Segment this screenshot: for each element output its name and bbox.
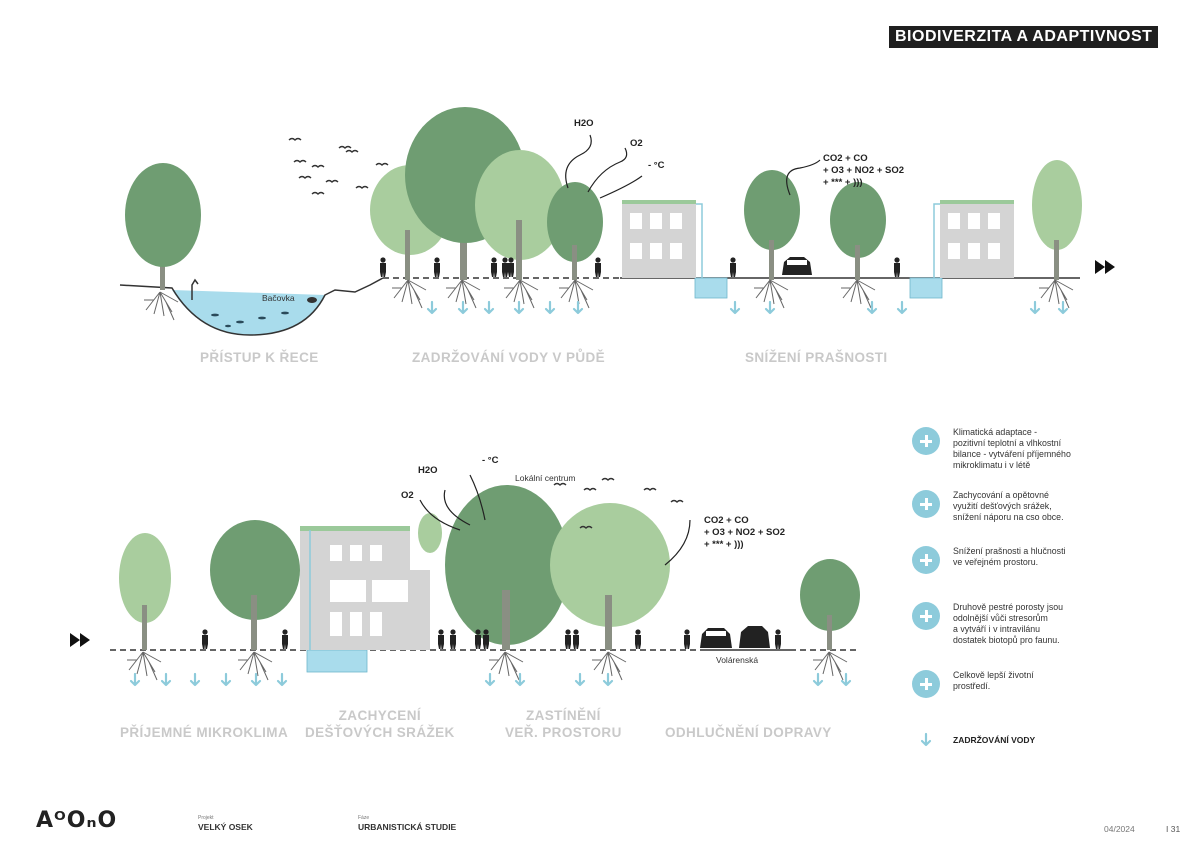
tree [550, 503, 670, 650]
river-label: Bačovka [262, 293, 295, 303]
river-water [172, 290, 325, 335]
street-label: Volárenská [716, 655, 759, 665]
tree [547, 182, 603, 280]
caption-noise: ODHLUČNĚNÍ DOPRAVY [665, 725, 832, 740]
duck [307, 297, 317, 303]
car [782, 257, 812, 275]
footer-phase: Fáze URBANISTICKÁ STUDIE [358, 815, 456, 832]
fish [211, 311, 289, 328]
legend-text: Klimatická adaptace - pozitivní teplotní… [953, 427, 1071, 470]
heron [191, 278, 199, 300]
plus-icon [912, 546, 940, 574]
tree [1032, 160, 1082, 280]
tree [418, 513, 442, 553]
o2-label: O2 [401, 490, 414, 501]
h2o-label: H2O [574, 118, 594, 129]
car [700, 626, 770, 648]
legend-text: Celkově lepší životní prostředí. [953, 670, 1034, 691]
caption-dust: SNÍŽENÍ PRAŠNOSTI [745, 350, 888, 365]
rain-tank [306, 649, 368, 673]
caption-soil-water: ZADRŽOVÁNÍ VODY V PŮDĚ [412, 350, 606, 365]
legend-item: Klimatická adaptace - pozitivní teplotní… [912, 427, 1098, 471]
person [380, 257, 386, 277]
local-centre-label: Lokální centrum [515, 473, 576, 483]
building [622, 200, 703, 278]
plus-icon [912, 490, 940, 518]
retention-tank [909, 277, 943, 299]
person [502, 257, 508, 277]
building [300, 526, 430, 650]
caption-rain-capture: ZACHYCENÍ DEŠŤOVÝCH SRÁŽEK [305, 708, 455, 740]
legend-water-icon [920, 732, 932, 747]
building [933, 200, 1014, 278]
plus-icon [912, 602, 940, 630]
footer-project: Projekt VELKÝ OSEK [198, 815, 253, 832]
water-arrows [129, 672, 852, 687]
footer-phase-caption: Fáze [358, 815, 370, 821]
continue-icon [1095, 260, 1115, 274]
pollution-label: CO2 + CO + O3 + NO2 + SO2 + *** + ))) [823, 153, 905, 188]
temperature-label: - °C [648, 160, 665, 171]
legend-text: Zachycování a opětovné využití dešťových… [953, 490, 1064, 522]
tree [445, 485, 569, 650]
legend-item: Celkově lepší životní prostředí. [912, 670, 1098, 698]
tree [475, 150, 565, 280]
retention-tank [694, 277, 728, 299]
logo: AᴼOₙO [36, 808, 118, 833]
caption-river-access: PŘÍSTUP K ŘECE [200, 350, 319, 365]
legend-item: Snížení prašnosti a hlučnosti ve veřejné… [912, 546, 1098, 574]
river-bank [119, 277, 384, 336]
footer-project-name: VELKÝ OSEK [198, 822, 253, 832]
legend-water-label: ZADRŽOVÁNÍ VODY [953, 735, 1036, 745]
person [730, 257, 736, 277]
plus-icon [912, 427, 940, 455]
page-number: I 31 [1166, 824, 1181, 834]
legend-item: Druhově pestré porosty jsou odolnější vů… [912, 602, 1098, 646]
caption-microclimate: PŘÍJEMNÉ MIKROKLIMA [120, 725, 289, 740]
footer-project-caption: Projekt [198, 815, 214, 821]
person [894, 257, 900, 277]
legend-item: Zachycování a opětovné využití dešťových… [912, 490, 1098, 523]
person [491, 257, 497, 277]
pollution-label: CO2 + CO + O3 + NO2 + SO2 + *** + ))) [704, 515, 786, 550]
tree [125, 163, 201, 290]
tree [210, 520, 300, 650]
tree [800, 559, 860, 650]
plus-icon [912, 670, 940, 698]
tree [830, 182, 886, 280]
tree [119, 533, 171, 650]
temperature-label: - °C [482, 455, 499, 466]
page-title: BIODIVERZITA A ADAPTIVNOST [889, 26, 1159, 48]
tree [744, 170, 800, 280]
caption-shading: ZASTÍNĚNÍ VEŘ. PROSTORU [505, 708, 622, 740]
o2-label: O2 [630, 138, 643, 149]
person [508, 257, 514, 277]
person [595, 257, 601, 277]
footer-phase-name: URBANISTICKÁ STUDIE [358, 822, 457, 832]
h2o-label: H2O [418, 465, 438, 476]
start-icon [70, 633, 90, 647]
legend-text: Druhově pestré porosty jsou odolnější vů… [953, 602, 1064, 645]
legend-text: Snížení prašnosti a hlučnosti ve veřejné… [953, 546, 1066, 567]
person [434, 257, 440, 277]
footer-date: 04/2024 [1104, 824, 1135, 834]
